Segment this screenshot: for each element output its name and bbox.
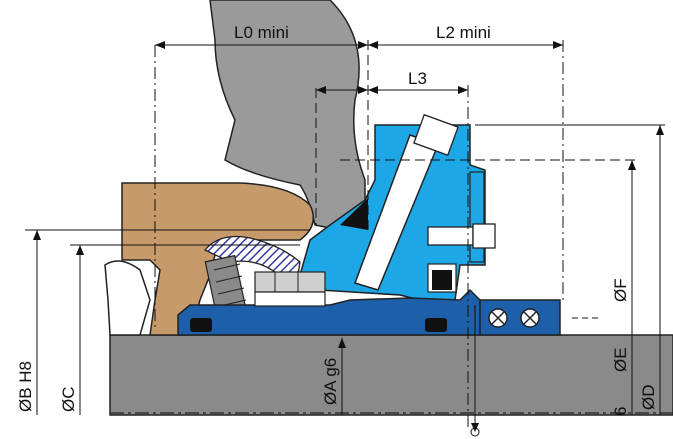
seal-wedge xyxy=(340,198,368,230)
set-screw-head xyxy=(472,223,496,249)
label-d: ØD xyxy=(639,385,658,411)
housing xyxy=(121,182,315,336)
face-carrier xyxy=(254,291,326,307)
label-b: ØB H8 xyxy=(16,361,35,412)
label-f: ØF xyxy=(611,278,630,302)
shaft xyxy=(109,334,673,416)
stationary-oring xyxy=(432,270,452,290)
sleeve-oring-left xyxy=(190,318,212,332)
dimension-lines xyxy=(25,40,665,430)
collar-screw-right xyxy=(520,308,540,328)
label-e: ØE xyxy=(611,347,630,372)
label-l2: L2 mini xyxy=(436,23,491,42)
set-screw xyxy=(427,226,474,246)
bellows xyxy=(203,235,301,276)
gasket-lip xyxy=(104,260,151,336)
label-a: ØA g6 xyxy=(321,358,340,405)
dimension-arrows xyxy=(33,41,664,432)
label-l0: L0 mini xyxy=(234,23,289,42)
drive-collar xyxy=(479,299,561,336)
label-c: ØC xyxy=(59,387,78,413)
sleeve-oring-right xyxy=(425,318,447,332)
rotating-face xyxy=(254,271,326,293)
collar-screw-left xyxy=(488,308,508,328)
label-six: 6 xyxy=(611,407,630,416)
bolt-head xyxy=(413,113,459,157)
label-l3: L3 xyxy=(408,69,427,88)
shaft-reference-mark xyxy=(470,427,480,437)
